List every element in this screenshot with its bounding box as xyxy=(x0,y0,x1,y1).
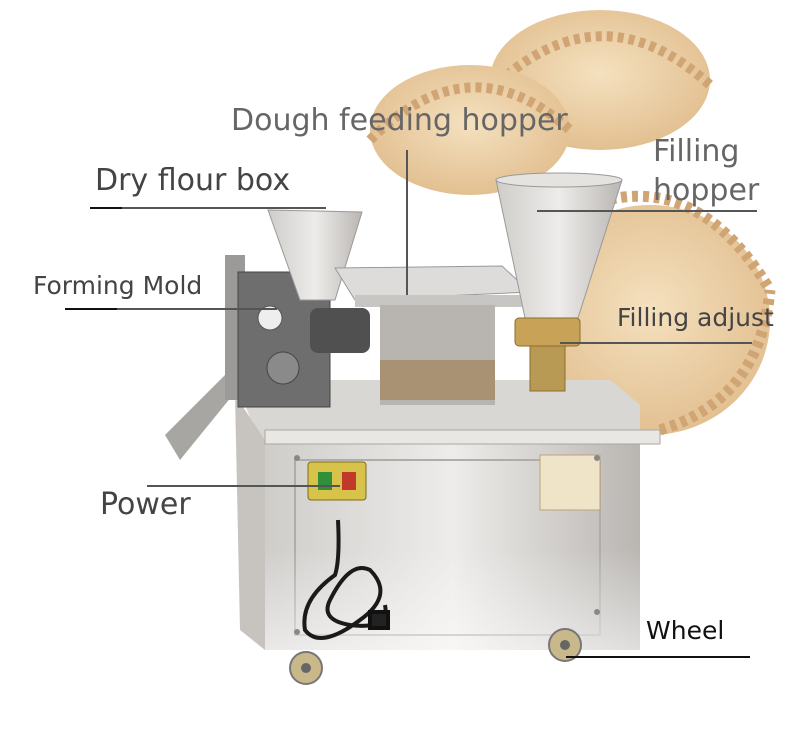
leader-filling-adjust xyxy=(560,342,752,344)
leader-wheel xyxy=(566,656,750,658)
label-filling-hopper-line2: hopper xyxy=(653,173,760,208)
wheels xyxy=(289,628,582,685)
label-dough-feeding-hopper: Dough feeding hopper xyxy=(231,103,568,138)
label-filling-hopper-line1: Filling xyxy=(653,134,740,169)
label-filling-adjust: Filling adjust xyxy=(617,303,774,332)
dry-flour-box xyxy=(267,209,363,301)
label-dry-flour-box: Dry flour box xyxy=(95,163,291,198)
label-wheel: Wheel xyxy=(646,616,725,645)
label-forming-mold: Forming Mold xyxy=(33,271,203,300)
dough-hopper xyxy=(334,265,532,405)
leader-dough-feeding-hopper xyxy=(406,150,408,295)
leader-forming-mold xyxy=(117,308,277,310)
label-power: Power xyxy=(100,487,191,522)
leader-forming-mold-dark xyxy=(65,308,117,310)
filling-hopper xyxy=(495,172,623,392)
leader-dry-flour-box xyxy=(122,207,326,209)
leader-filling-hopper xyxy=(537,210,757,212)
power-cord xyxy=(302,519,390,640)
machine-cabinet xyxy=(235,380,661,650)
leader-dry-flour-box-dark xyxy=(90,207,122,209)
leader-power xyxy=(147,485,340,487)
power-switch xyxy=(307,461,367,501)
